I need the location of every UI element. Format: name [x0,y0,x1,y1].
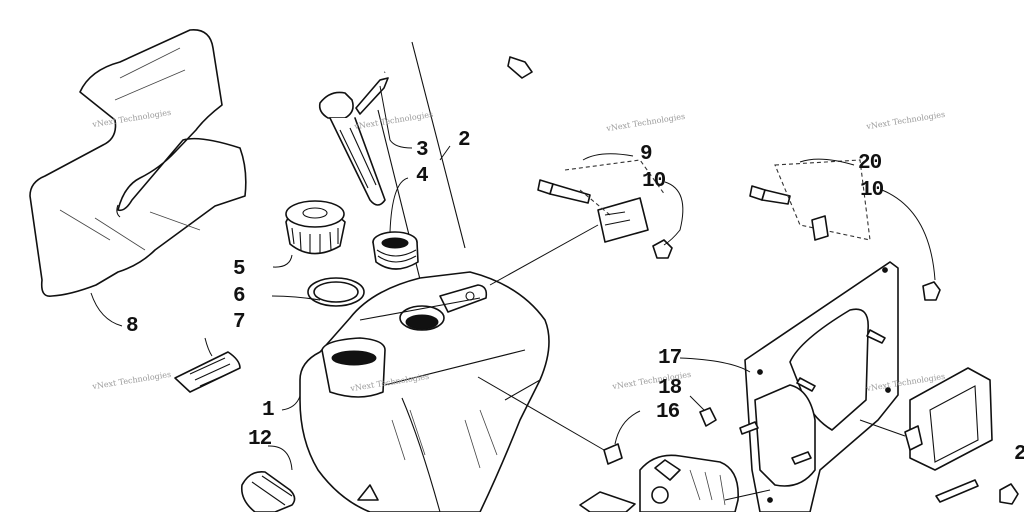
callout-2: 2 [1014,443,1024,466]
callout-9: 9 [640,143,653,166]
callout-7: 7 [233,311,246,334]
callout-10: 10 [860,179,884,202]
part-2-fuel-sender [318,41,533,361]
callout-17: 17 [658,347,682,370]
part-12-strap [240,470,296,512]
callout-1: 1 [262,399,275,422]
part-8-shield-panel [29,29,247,297]
callout-6: 6 [233,285,246,308]
part-4-fitting [372,231,419,270]
part-17-mount-plate [739,261,899,512]
part-1-fuel-tank [299,271,550,512]
part-5-fuel-cap [285,200,346,255]
callout-4: 4 [416,165,429,188]
callout-3: 3 [416,139,429,162]
part-20-bracket-right [749,159,941,301]
callout-2: 2 [458,129,471,152]
callout-8: 8 [126,315,139,338]
leader-lines [90,85,936,471]
callout-10: 10 [642,170,666,193]
callout-12: 12 [248,428,272,451]
callout-16: 16 [656,401,680,424]
right-module [859,367,1019,505]
callout-5: 5 [233,258,246,281]
part-16-label [477,376,623,465]
part-9-bracket-left [489,159,673,286]
switch-module [579,454,771,512]
part-6-gasket [307,277,365,307]
callout-18: 18 [658,377,682,400]
part-18-screw [689,395,717,427]
callout-20: 20 [858,152,882,175]
part-7-decal [174,351,241,393]
